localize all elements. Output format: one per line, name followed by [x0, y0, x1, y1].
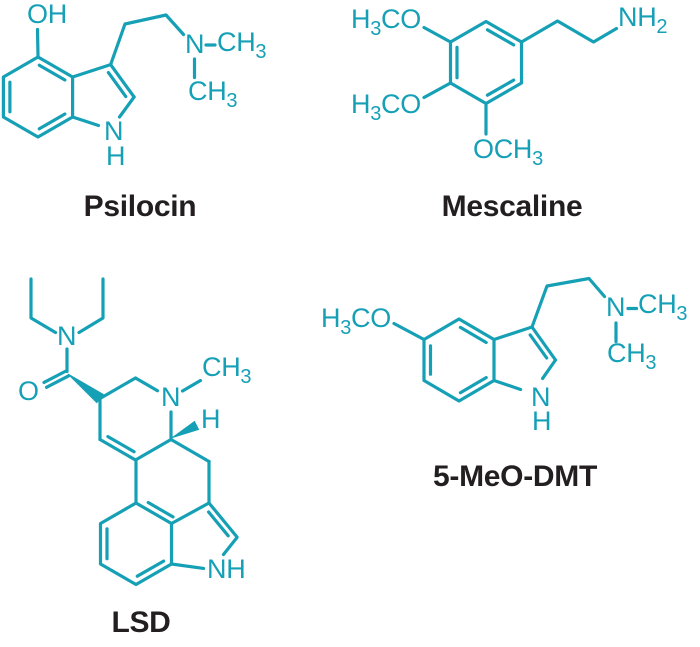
- o-text: O: [18, 376, 39, 406]
- h-text: H: [321, 303, 341, 333]
- five-meo-dmt-n-methyl-right-label: CH3: [638, 289, 688, 325]
- lsd-name: LSD: [111, 606, 171, 639]
- psilocin-ring-h-label: H: [106, 141, 126, 171]
- lsd-structure: [29, 277, 239, 587]
- h-text: H: [351, 89, 371, 119]
- h-text: H: [201, 404, 221, 434]
- nh-text: NH: [207, 554, 246, 584]
- five-meo-dmt-methoxy-label: H3CO: [321, 303, 391, 339]
- subscript-3: 3: [240, 366, 252, 388]
- subscript-3: 3: [645, 352, 657, 374]
- psilocin-structure: [1, 13, 217, 139]
- n-text: N: [104, 116, 124, 146]
- ch-text: CH: [607, 338, 646, 368]
- subscript-3: 3: [532, 148, 543, 170]
- psilocin-hydroxyl-label: OH: [27, 1, 67, 28]
- h-text: H: [106, 141, 126, 171]
- psilocin-name: Psilocin: [83, 190, 197, 223]
- ch-text: CH: [217, 27, 256, 57]
- co-text: CO: [381, 4, 421, 34]
- n-text: N: [161, 382, 181, 412]
- subscript-3: 3: [226, 90, 238, 112]
- ch-text: CH: [202, 352, 241, 382]
- five-meo-dmt-n-methyl-down-label: CH3: [607, 338, 657, 374]
- five-meo-dmt-amine-n-label: N: [606, 292, 626, 322]
- five-meo-dmt-name: 5-MeO-DMT: [433, 460, 597, 493]
- lsd-carbonyl-o-label: O: [18, 378, 39, 405]
- mescaline-amine-label: NH2: [618, 2, 668, 38]
- subscript-3: 3: [370, 18, 382, 40]
- mescaline-name: Mescaline: [441, 190, 583, 223]
- subscript-3: 3: [676, 303, 688, 325]
- subscript-3: 3: [370, 103, 382, 125]
- five-meo-dmt-ring-h-label: H: [532, 406, 552, 436]
- lsd-n-methyl-label: CH3: [202, 352, 252, 388]
- psilocin-n-methyl-down-label: CH3: [188, 76, 238, 112]
- psilocin-amine-n-label: N: [185, 29, 205, 59]
- och-text: OCH: [473, 134, 533, 164]
- h-text: H: [532, 406, 552, 436]
- mescaline-methoxy-bottom-label: OCH3: [473, 134, 543, 170]
- co-text: CO: [351, 303, 391, 333]
- five-meo-dmt-ring-n-label: N: [531, 382, 551, 412]
- psilocin-ring-n-label: N: [104, 116, 124, 146]
- n-text: N: [57, 321, 77, 351]
- subscript-3: 3: [340, 317, 352, 339]
- lsd-amide-n-label: N: [57, 321, 77, 351]
- oh-text: OH: [27, 0, 67, 29]
- psilocin-n-methyl-right-label: CH3: [217, 27, 267, 63]
- mescaline-structure: [422, 19, 619, 136]
- n-text: N: [606, 292, 626, 322]
- subscript-3: 3: [255, 41, 267, 63]
- mescaline-methoxy-top-label: H3CO: [351, 4, 421, 40]
- co-text: CO: [381, 89, 421, 119]
- lsd-ring-n-label: N: [161, 382, 181, 412]
- n-text: N: [185, 29, 205, 59]
- lsd-indole-nh-label: NH: [207, 554, 246, 584]
- mescaline-methoxy-mid-label: H3CO: [351, 89, 421, 125]
- n-text: N: [531, 382, 551, 412]
- five-meo-dmt-structure: [392, 276, 639, 403]
- ch-text: CH: [638, 289, 677, 319]
- lsd-stereo-h-label: H: [201, 404, 221, 434]
- ch-text: CH: [188, 76, 227, 106]
- nh-text: NH: [618, 2, 657, 32]
- subscript-2: 2: [656, 16, 668, 38]
- h-text: H: [351, 4, 371, 34]
